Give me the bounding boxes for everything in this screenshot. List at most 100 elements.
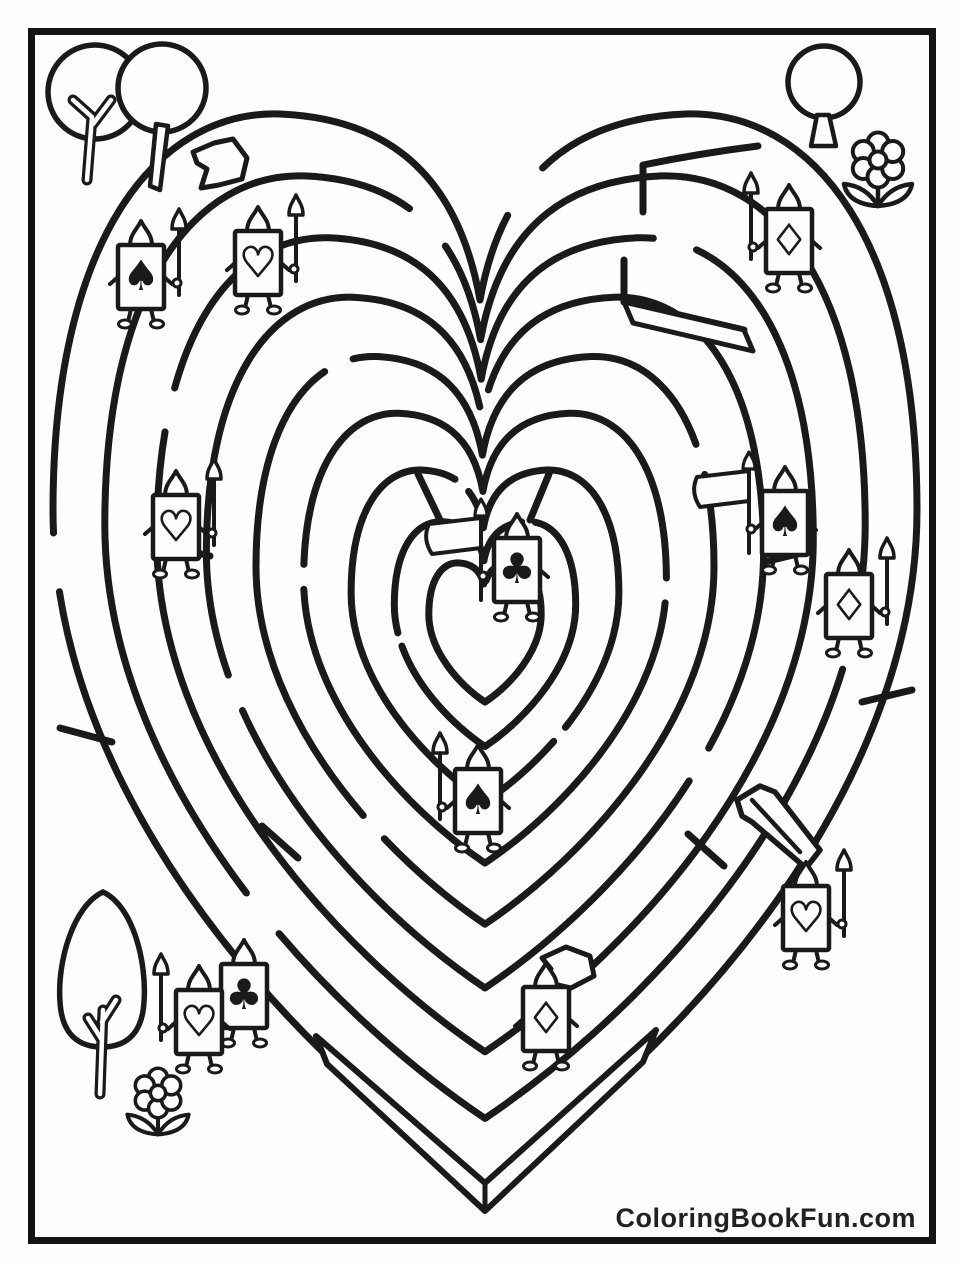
- spearhead-icon: [287, 193, 305, 217]
- spearhead-icon: [205, 457, 223, 481]
- soldier-hand: [171, 277, 183, 289]
- soldier-hand: [288, 263, 300, 275]
- maze-ring-1: [101, 172, 869, 1122]
- soldier-foot: [814, 959, 830, 971]
- helmet-icon: [504, 512, 530, 541]
- card-soldier-heart: ♥: [773, 848, 853, 971]
- watermark: ColoringBookFun.com: [615, 1203, 916, 1233]
- tree-canopy: [115, 41, 209, 135]
- card-soldier-diamond: ♦: [742, 171, 822, 294]
- flower-leaf: [125, 1112, 161, 1137]
- maze-wall: [414, 470, 444, 524]
- helmet-icon: [163, 469, 189, 498]
- card-body: [491, 535, 543, 605]
- maze-ring-3: [202, 293, 768, 992]
- maze-wall: [258, 822, 302, 862]
- soldier-hand: [879, 606, 891, 618]
- tree-trunk: [147, 121, 171, 193]
- maze-ring-2: [153, 234, 817, 1056]
- maze-ring-7: [390, 518, 580, 750]
- soldier-foot: [486, 842, 502, 854]
- card-body: [780, 883, 832, 953]
- broken-wall-block: [190, 136, 250, 191]
- diamond-icon: ♦: [771, 218, 807, 264]
- soldier-foot: [522, 1060, 538, 1072]
- flower-leaf: [841, 181, 881, 209]
- maze-wall: [526, 470, 553, 524]
- soldier-foot: [207, 1063, 223, 1075]
- maze-wall-3d-face: [621, 299, 756, 354]
- club-icon: ♣: [225, 970, 263, 1019]
- soldier-foot: [234, 304, 250, 316]
- maze-ring-6: [347, 466, 623, 806]
- soldier-hand: [477, 570, 489, 582]
- spearhead-icon: [431, 731, 449, 755]
- card-body: [452, 766, 504, 836]
- spade-icon: ♠: [459, 775, 497, 824]
- soldier-foot: [266, 304, 282, 316]
- soldier-foot: [175, 1063, 191, 1075]
- maze-ring-5: [300, 409, 670, 867]
- maze-ring-4: [252, 352, 718, 928]
- soldier-foot: [825, 647, 841, 659]
- helmet-icon: [776, 183, 802, 212]
- card-body: [759, 488, 811, 558]
- flower-icon: [841, 130, 915, 209]
- maze-wall-corner-edge: [749, 797, 803, 855]
- diamond-icon: ♦: [528, 996, 564, 1042]
- helmet-icon: [245, 205, 271, 234]
- tree-trunk-inner: [70, 97, 114, 183]
- heart-icon: ♥: [788, 895, 824, 941]
- spearhead-icon: [170, 207, 188, 231]
- flag-pole-tip: [473, 497, 489, 518]
- soldier-foot: [149, 318, 165, 330]
- flower-leaf: [875, 181, 915, 209]
- card-body: [115, 242, 167, 312]
- card-soldier-diamond: ♦: [816, 536, 896, 659]
- card-body: [520, 984, 572, 1054]
- maze-ring-0: [49, 110, 921, 1189]
- helmet-icon: [533, 961, 559, 990]
- tree-icon: [56, 888, 148, 1100]
- spearhead-icon: [835, 848, 853, 872]
- helmet-icon: [231, 938, 257, 967]
- tree-icon: [785, 43, 863, 149]
- card-soldier-heart: ♥: [225, 193, 305, 316]
- spearhead-icon: [878, 536, 896, 560]
- soldier-foot: [761, 564, 777, 576]
- card-body: [232, 228, 284, 298]
- club-icon: ♣: [498, 544, 536, 593]
- card-soldier-spade: ♠: [692, 450, 818, 576]
- flag-icon: [692, 469, 751, 509]
- card-body: [763, 206, 815, 276]
- spearhead-icon: [152, 952, 170, 976]
- soldier-foot: [454, 842, 470, 854]
- maze-wall: [684, 830, 728, 870]
- tree-trunk: [808, 112, 839, 149]
- soldier-hand: [436, 801, 448, 813]
- card-soldier-diamond: ♦: [513, 961, 579, 1072]
- tree-icon: [45, 42, 145, 186]
- spearhead-icon: [742, 171, 760, 195]
- helmet-icon: [772, 465, 798, 494]
- card-soldiers: ♠♥♦♥♠♣♦♠♥♣♥♦: [108, 171, 896, 1075]
- maze-wall: [56, 724, 116, 746]
- helmet-icon: [836, 548, 862, 577]
- card-soldier-spade: ♠: [108, 207, 188, 330]
- card-soldier-heart: ♥: [143, 457, 223, 580]
- maze-wall: [639, 142, 762, 216]
- heart-icon: ♥: [240, 240, 276, 286]
- soldier-foot: [117, 318, 133, 330]
- soldier-foot: [525, 611, 541, 623]
- spade-icon: ♠: [122, 251, 160, 300]
- soldier-foot: [493, 611, 509, 623]
- tree-icon: [115, 41, 209, 193]
- soldier-hand: [836, 918, 848, 930]
- soldier-foot: [765, 282, 781, 294]
- flower-center: [867, 149, 889, 171]
- flower-icon: [125, 1066, 191, 1137]
- spade-icon: ♠: [766, 497, 804, 546]
- card-soldier-heart: ♥: [152, 952, 232, 1075]
